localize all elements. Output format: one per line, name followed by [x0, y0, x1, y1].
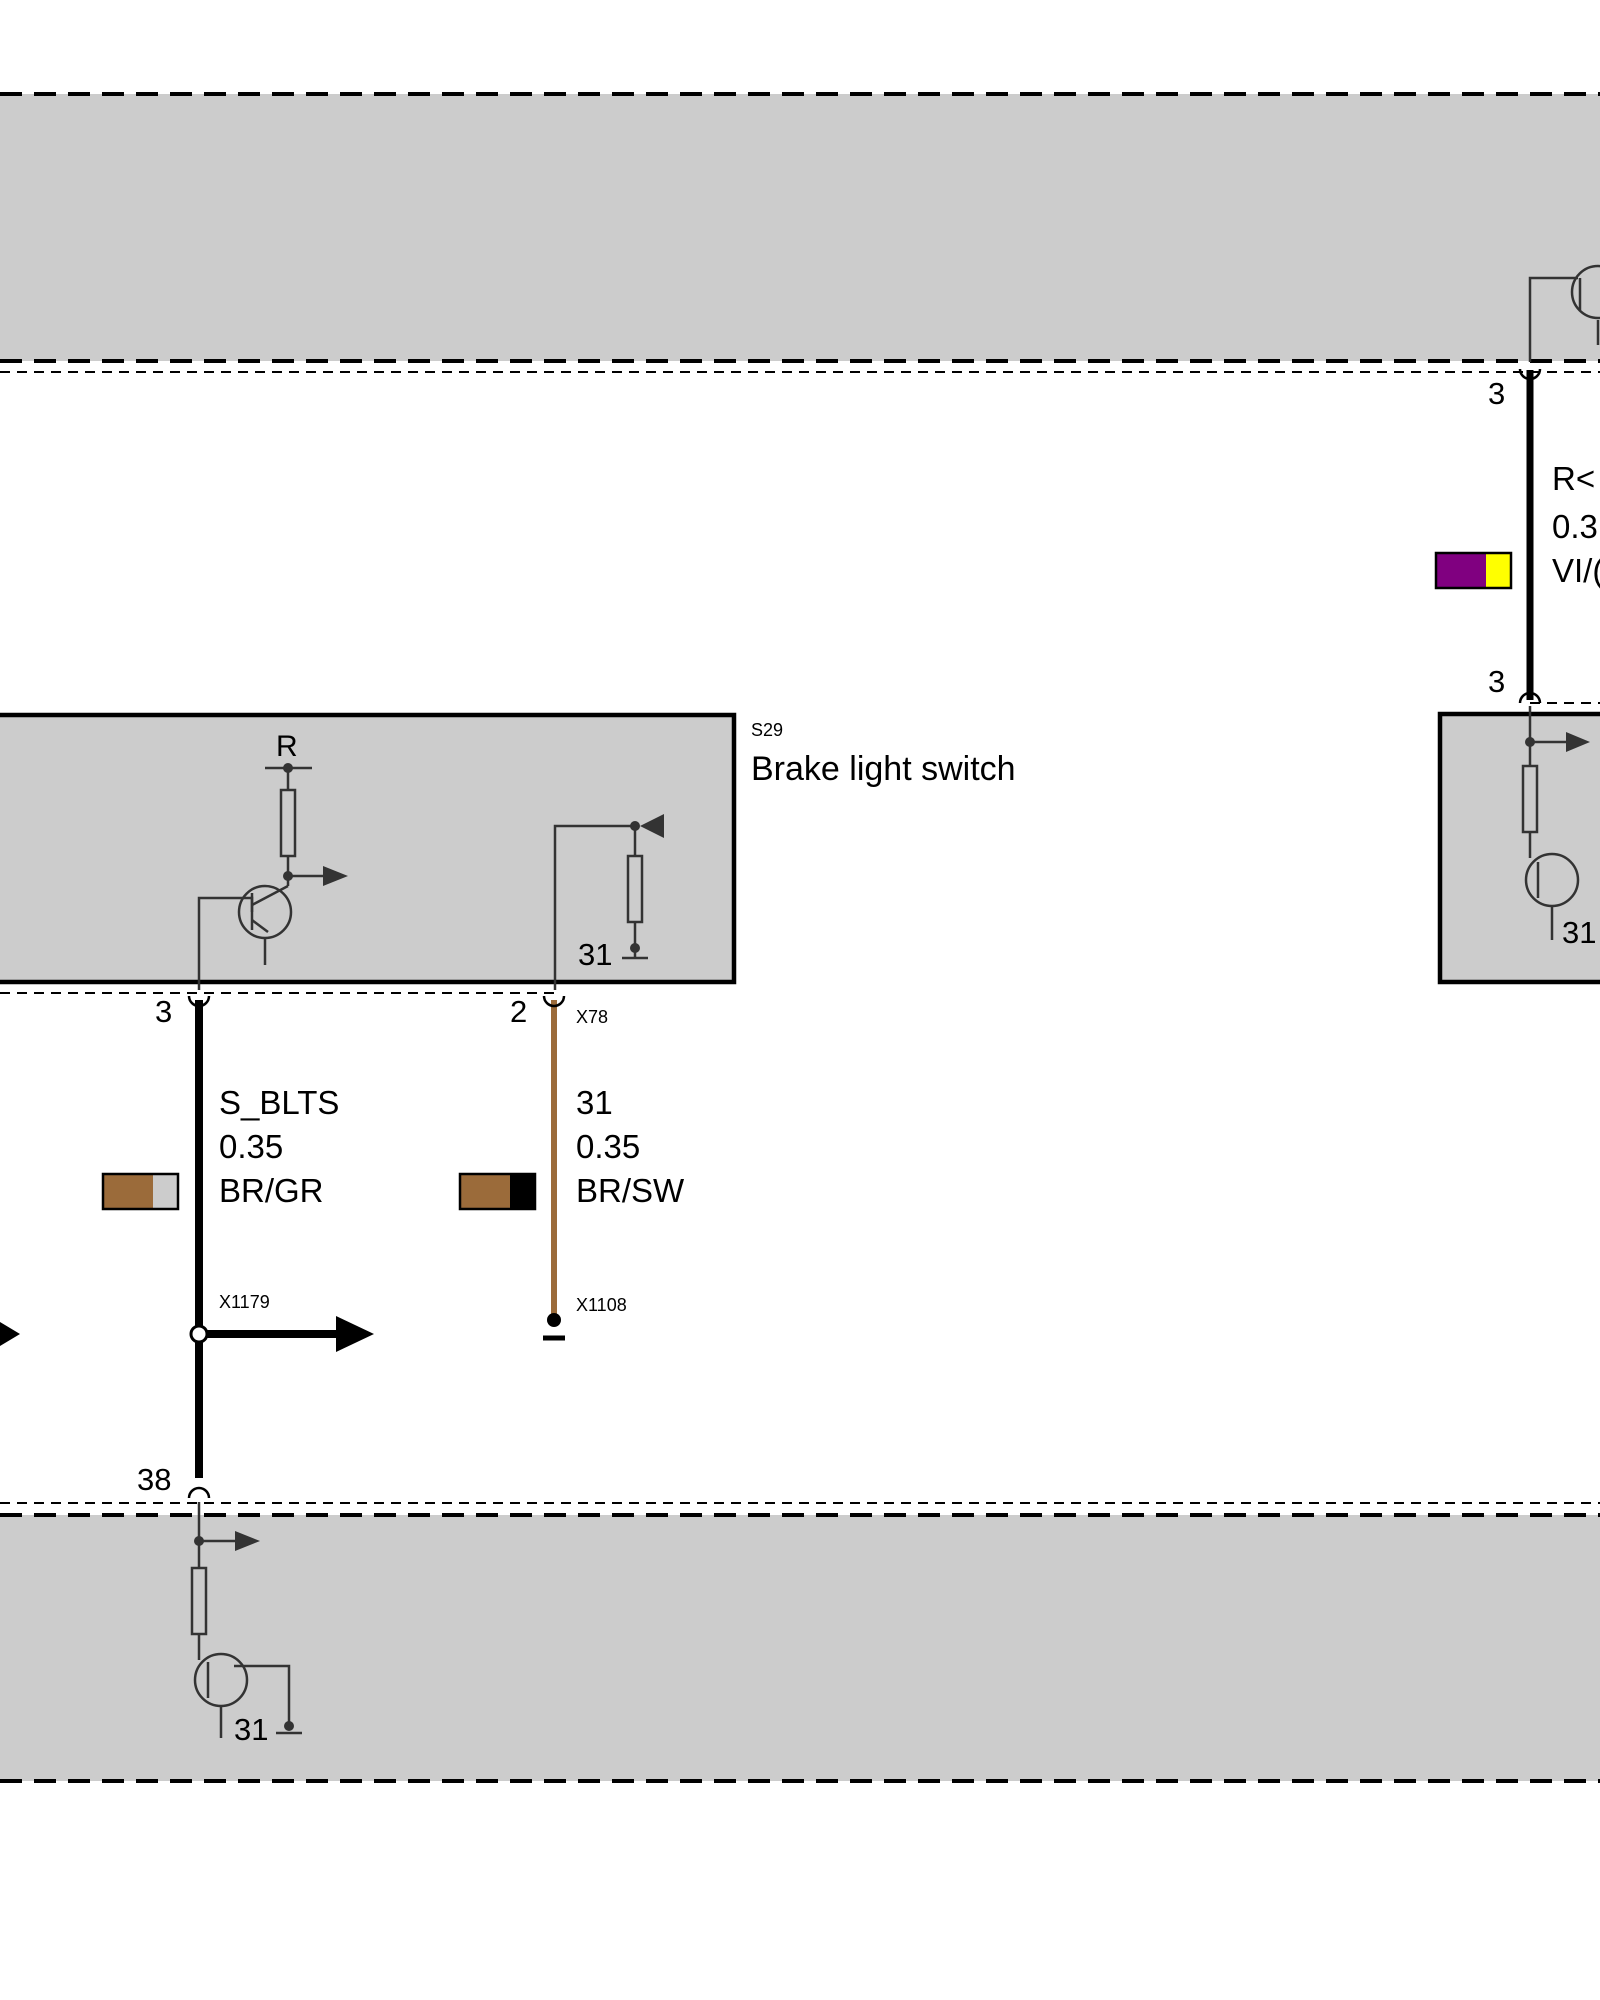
ground-label: 31 [578, 937, 612, 972]
arrow-icon [1566, 732, 1590, 752]
wire-signal-label: R< [1552, 460, 1595, 497]
connector-label: X1179 [219, 1292, 270, 1312]
wire-color-code: VI/( [1552, 552, 1600, 589]
ground-label: 31 [234, 1712, 268, 1747]
resistor-label: R [276, 730, 298, 763]
ground-label: 31 [1562, 915, 1596, 950]
arrow-icon [235, 1531, 260, 1551]
pin-number: 3 [1488, 376, 1505, 411]
wire-color-code: BR/GR [219, 1172, 324, 1209]
component-code: S29 [751, 720, 783, 740]
wire-signal-label: S_BLTS [219, 1084, 339, 1121]
wire-ground: 2 X78 31 0.35 BR/SW X1108 [458, 994, 685, 1341]
right-module: 31 [1437, 702, 1600, 985]
wire-s-blts: 3 38 S_BLTS 0.35 BR/GR X1179 [0, 994, 374, 1499]
ground-point [547, 1313, 561, 1327]
pin-number: 38 [137, 1462, 171, 1497]
bottom-module: 31 [0, 1502, 1600, 1783]
wire-continuation-arrow-icon [336, 1316, 374, 1352]
pin-number: 3 [155, 994, 172, 1029]
top-right-wire: 3 3 R< 0.3 VI/( [1434, 368, 1600, 704]
wire-color-swatch [458, 1172, 537, 1211]
connector-label: X78 [576, 1007, 608, 1027]
wire-color-swatch [1434, 551, 1513, 590]
connector-label: X1108 [576, 1295, 627, 1315]
wire-signal-label: 31 [576, 1084, 613, 1121]
wire-continuation-arrow-icon [0, 1322, 20, 1346]
top-module-trace [1528, 276, 1578, 362]
transistor-icon [1570, 264, 1600, 320]
wire-color-code: BR/SW [576, 1172, 685, 1209]
arrow-icon [323, 866, 348, 886]
wire-size-label: 0.3 [1552, 508, 1598, 545]
wire-size-label: 0.35 [219, 1128, 283, 1165]
pin-number: 2 [510, 994, 527, 1029]
top-module [0, 92, 1600, 373]
wire-size-label: 0.35 [576, 1128, 640, 1165]
brake-light-switch: S29 Brake light switch R 31 [0, 712, 1016, 994]
arrow-icon [640, 814, 664, 838]
component-name: Brake light switch [751, 750, 1016, 788]
wire-color-swatch [101, 1172, 180, 1211]
pin-number: 3 [1488, 664, 1505, 699]
splice-point [189, 1324, 209, 1344]
